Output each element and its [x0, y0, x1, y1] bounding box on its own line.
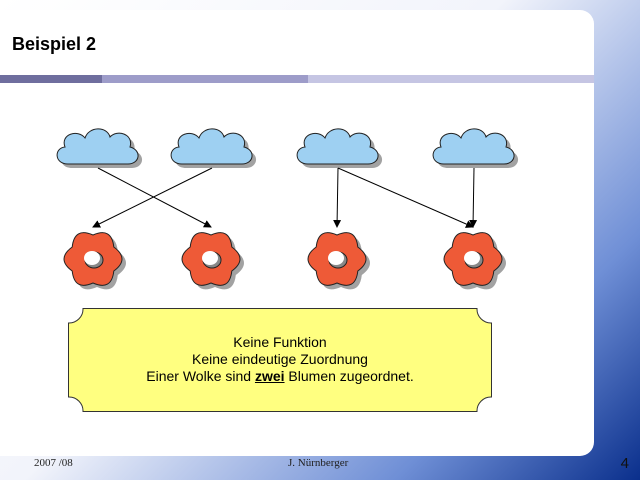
mapping-arrow — [333, 167, 342, 228]
note-line-2: Keine eindeutige Zuordnung — [192, 351, 368, 367]
note-box: Keine Funktion Keine eindeutige Zuordnun… — [68, 308, 492, 412]
flower-icon — [63, 232, 126, 290]
footer-date: 2007 /08 — [34, 457, 73, 469]
flower-icon — [307, 232, 370, 290]
note-line-1: Keine Funktion — [233, 334, 327, 350]
mapping-arrow — [337, 167, 474, 228]
note-line-3: Einer Wolke sind zwei Blumen zugeordnet. — [68, 368, 492, 385]
title-bar-segment — [0, 75, 102, 83]
cloud-icon — [56, 128, 143, 168]
flowers — [63, 232, 506, 290]
page-number: 4 — [620, 455, 629, 472]
mapping-arrow — [97, 167, 212, 228]
footer-author: J. Nürnberger — [288, 457, 349, 469]
cloud-icon — [296, 128, 383, 168]
flower-icon — [181, 232, 244, 290]
note-frame — [68, 308, 492, 412]
note-emphasis: zwei — [254, 368, 285, 384]
arrows — [92, 167, 478, 228]
mapping-arrow — [92, 167, 213, 228]
title-bar-segment — [308, 75, 594, 83]
note-line-3-end: Blumen zugeordnet. — [284, 368, 414, 384]
cloud-icon — [170, 128, 257, 168]
clouds — [56, 128, 519, 168]
slide-title: Beispiel 2 — [12, 34, 97, 54]
cloud-icon — [432, 128, 519, 168]
mapping-arrow — [469, 167, 478, 228]
note-line-3-start: Einer Wolke sind — [146, 368, 255, 384]
flower-icon — [443, 232, 506, 290]
title-bar-segment — [102, 75, 308, 83]
